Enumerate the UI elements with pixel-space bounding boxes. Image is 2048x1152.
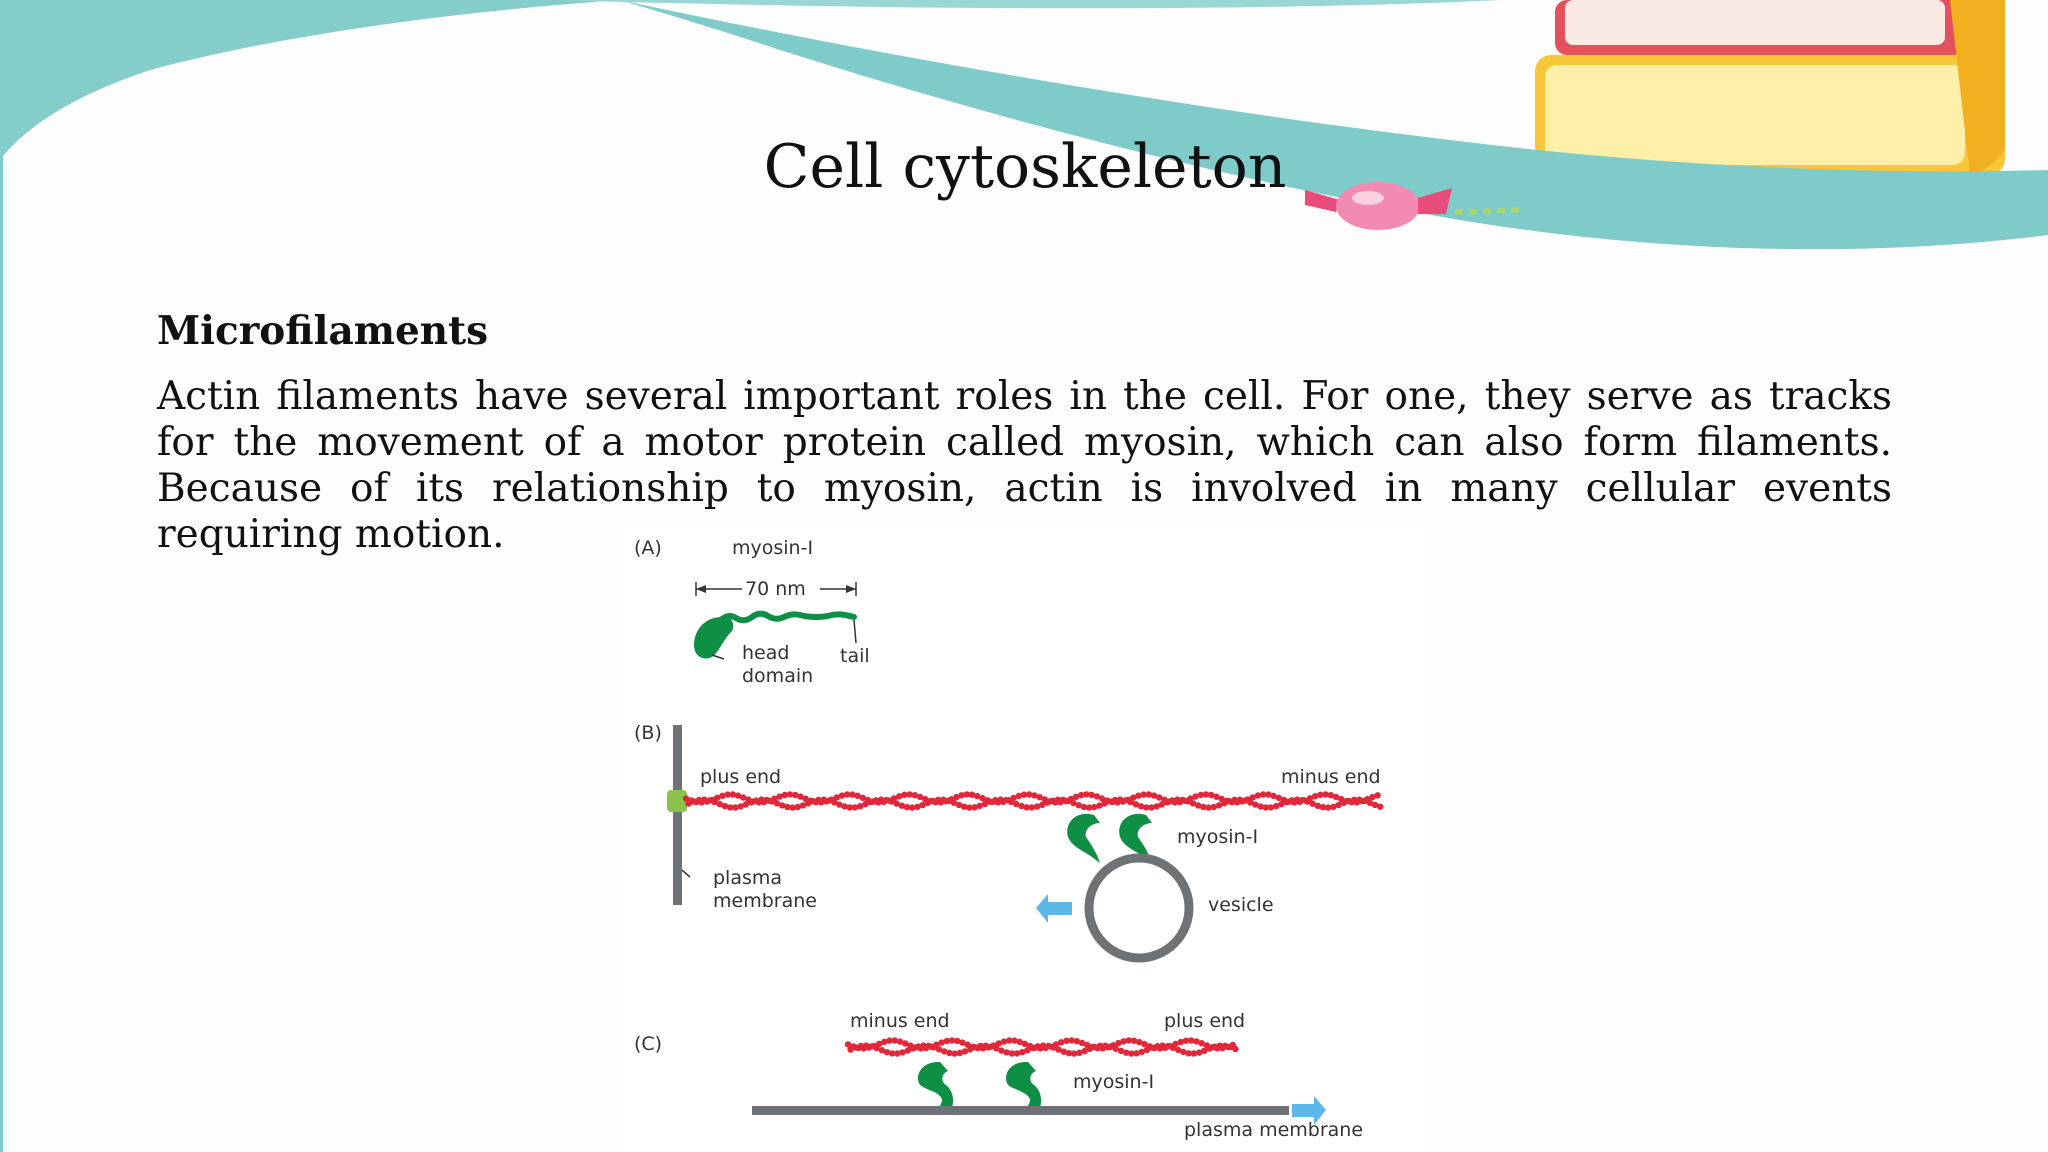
plasma-membrane-horizontal [752,1106,1289,1115]
actin-filament-c [844,1037,1239,1057]
myosin-heads-c [918,1061,1042,1115]
panel-c-label: (C) [634,1033,662,1055]
length-label: 70 nm [745,578,806,600]
plasma-membrane-label-c: plasma membrane [1184,1119,1363,1141]
panel-a-label: (A) [634,537,662,559]
tail-label: tail [840,645,870,667]
myosin-label-c: myosin-I [1073,1071,1154,1093]
panel-b-label: (B) [634,722,662,744]
actin-filament-b [682,791,1384,811]
vesicle-label: vesicle [1208,894,1274,916]
panel-a-myosin-label: myosin-I [732,537,813,559]
plasma-label: plasma [713,867,782,889]
candy-icon [1305,182,1521,230]
myosin-figure: (A) myosin-I 70 nm head domain tail (B) … [624,525,1424,1152]
head-label: head [742,642,789,664]
section-heading: Microfilaments [157,308,489,354]
plasma-membrane-vertical [673,725,682,905]
arrow-left-icon [1036,894,1072,923]
myosin-heads-b [1067,813,1152,863]
minus-end-label: minus end [1281,766,1381,788]
myosin-molecule [694,610,857,659]
domain-label: domain [742,665,813,687]
plus-end-label: plus end [700,766,781,788]
membrane-label: membrane [713,890,817,912]
minus-end-label-c: minus end [850,1010,950,1032]
slide-title: Cell cytoskeleton [763,132,1287,202]
body-paragraph: Actin filaments have several important r… [157,374,1892,557]
length-dimension [695,582,857,596]
plus-end-label-c: plus end [1164,1010,1245,1032]
membrane-anchor [667,790,687,812]
vesicle [1084,853,1194,963]
myosin-label-b: myosin-I [1177,826,1258,848]
arrow-right-icon [1292,1096,1326,1125]
